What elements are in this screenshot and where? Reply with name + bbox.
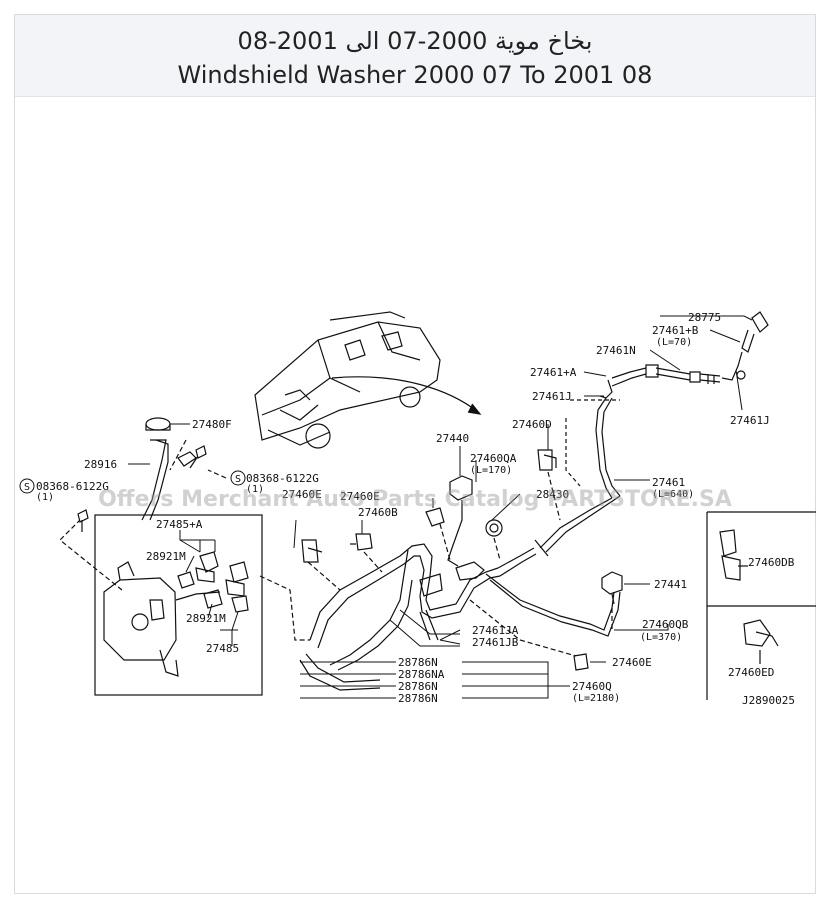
diagram-code: J2890025 xyxy=(742,694,795,707)
label-27461b: 27461+B xyxy=(652,324,699,337)
filler-neck xyxy=(141,439,169,521)
bolt-right xyxy=(189,445,207,469)
label-27440: 27440 xyxy=(436,432,469,445)
label-27460q-length: (L=2180) xyxy=(572,693,620,704)
rear-hose-assembly xyxy=(534,311,769,557)
clip-27460e-bottom xyxy=(573,653,589,671)
label-27460qb: 27460QB xyxy=(642,618,689,631)
label-27461a: 27461+A xyxy=(530,366,577,379)
dashed-leaders xyxy=(59,439,613,657)
label-27460ed: 27460ED xyxy=(728,666,774,679)
s-symbol-left-text: S xyxy=(24,482,30,493)
label-27460db: 27460DB xyxy=(748,556,795,569)
label-28916: 28916 xyxy=(84,458,117,471)
s-symbol-left xyxy=(19,478,35,494)
hose-joint xyxy=(455,561,485,581)
label-27461ja: 27461JA xyxy=(472,624,519,637)
clip-27460ed xyxy=(743,619,779,647)
label-27461-length: (L=640) xyxy=(652,489,694,500)
label-27461j-right: 27461J xyxy=(730,414,770,427)
title-english: Windshield Washer 2000 07 To 2001 08 xyxy=(177,61,653,89)
nozzle-27441 xyxy=(601,571,623,595)
clip-27460d xyxy=(537,449,557,471)
label-27461: 27461 xyxy=(652,476,685,489)
label-28786n-1: 28786N xyxy=(398,656,438,669)
label-08368-left: 08368-6122G xyxy=(36,480,109,493)
label-27460e-right: 27460E xyxy=(340,490,380,503)
label-27461jb: 27461JB xyxy=(472,636,519,649)
label-08368-right: 08368-6122G xyxy=(246,472,319,485)
watermark-text: Offers Merchant Auto Parts Catalog PARTS… xyxy=(98,487,732,512)
title-header: بخاخ موية 2000-07 الى 2001-08 Windshield… xyxy=(15,15,815,97)
label-27441: 27441 xyxy=(654,578,687,591)
label-27460qa-length: (L=170) xyxy=(470,465,512,476)
label-27480f: 27480F xyxy=(192,418,232,431)
label-28430: 28430 xyxy=(536,488,569,501)
grommet-27460b xyxy=(355,533,373,551)
clip-27460db xyxy=(719,529,741,581)
label-27460d: 27460D xyxy=(512,418,552,431)
title-arabic: بخاخ موية 2000-07 الى 2001-08 xyxy=(237,27,593,55)
label-08368-left-qty: (1) xyxy=(36,492,54,503)
pointer-arrow xyxy=(331,376,479,413)
bolt-left xyxy=(77,509,89,532)
label-28786n-2: 28786N xyxy=(398,680,438,693)
label-27460e: 27460E xyxy=(612,656,652,669)
label-28786na: 28786NA xyxy=(398,668,445,681)
diagram-frame: بخاخ موية 2000-07 الى 2001-08 Windshield… xyxy=(14,14,816,894)
label-28921m-bottom: 28921M xyxy=(186,612,226,625)
label-28921m-top: 28921M xyxy=(146,550,186,563)
dash-leader xyxy=(565,418,581,487)
label-leaders xyxy=(128,315,753,663)
clip-27460e xyxy=(425,507,445,527)
label-28786n-3: 28786N xyxy=(398,692,438,705)
label-27460qb-length: (L=370) xyxy=(640,632,682,643)
reservoir-cap xyxy=(145,417,171,431)
label-27460e-mid: 27460E xyxy=(282,488,322,501)
label-27460qa: 27460QA xyxy=(470,452,517,465)
label-27461n: 27461N xyxy=(596,344,636,357)
grommet-28430 xyxy=(485,519,503,537)
washer-pumps xyxy=(177,551,249,613)
washer-reservoir xyxy=(103,561,221,677)
label-08368-right-qty: (1) xyxy=(246,484,264,495)
hose-label-brackets xyxy=(300,609,570,699)
reservoir-inset-box xyxy=(94,514,263,696)
label-27485: 27485 xyxy=(206,642,239,655)
s-symbol-right-text: S xyxy=(235,474,241,485)
label-27485a: 27485+A xyxy=(156,518,203,531)
nozzle-27440 xyxy=(449,475,473,501)
label-28775: 28775 xyxy=(688,311,721,324)
label-27461j-top: 27461J xyxy=(532,390,572,403)
label-27461b-length: (L=70) xyxy=(656,337,692,348)
label-27460q: 27460Q xyxy=(572,680,612,693)
s-symbol-right xyxy=(230,470,246,486)
label-27460b: 27460B xyxy=(358,506,398,519)
main-hose-bundle xyxy=(299,543,621,691)
clip-27460c xyxy=(301,539,323,563)
vehicle-sketch xyxy=(254,311,441,449)
